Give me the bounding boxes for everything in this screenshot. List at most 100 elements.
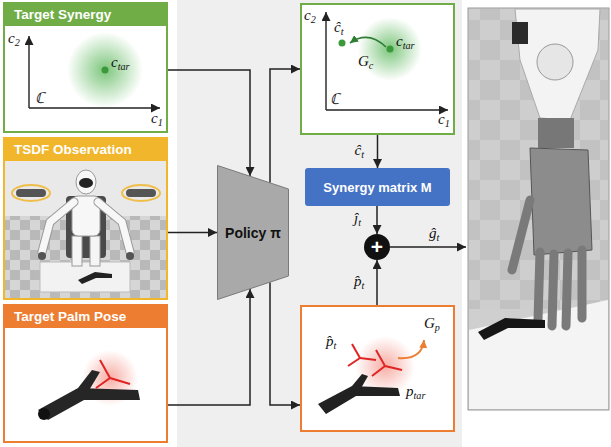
synergy-update-plot — [325, 12, 326, 110]
robot-scene — [76, 170, 96, 194]
pose-update-picture — [385, 366, 402, 370]
panel-heading: TSDF Observation — [5, 139, 166, 161]
flow-arrow — [270, 282, 300, 405]
edge-label: p̂t — [353, 273, 365, 290]
synergy-plot — [29, 107, 160, 108]
synergy-update-plot — [387, 46, 394, 53]
synergy-update-plot — [326, 12, 448, 110]
block-label: + — [371, 236, 383, 257]
math-label: ℂ — [330, 91, 339, 108]
panel-ground — [3, 137, 168, 300]
robot-hand-render — [538, 118, 574, 148]
robot-scene — [98, 202, 130, 252]
pose-update-picture — [352, 344, 360, 358]
math-label: ctar — [111, 54, 130, 71]
pose-update-picture — [372, 366, 385, 376]
block-label: Policy π — [225, 225, 281, 241]
pose-update-picture — [352, 374, 368, 390]
robot-scene — [126, 252, 134, 260]
robot-hand-render — [512, 22, 528, 44]
pose-update-picture — [318, 336, 424, 414]
signal-label: ĝt — [428, 225, 440, 242]
pose-update-picture — [348, 358, 360, 366]
panel-ground — [3, 304, 168, 443]
trapezoid-outline — [218, 166, 289, 300]
robot-scene — [12, 185, 50, 201]
block-label: Synergy matrix M — [323, 180, 431, 195]
robot-hand-render — [512, 200, 582, 326]
palm-pose-panel: Target Palm Pose — [3, 304, 168, 443]
flow-arrow — [376, 260, 378, 305]
synergy-update-box: c2 ĉt ctarGcℂc1 — [300, 3, 455, 135]
robot-scene — [90, 236, 100, 266]
math-label: c2 — [304, 7, 316, 24]
math-label: c1 — [151, 110, 163, 127]
flow-arrow — [377, 135, 379, 168]
robot-scene — [42, 202, 74, 252]
palm-pose-picture — [96, 378, 110, 388]
math-label: c2 — [8, 30, 20, 47]
panel-ground — [300, 305, 455, 432]
pose-update-picture — [376, 350, 385, 366]
math-label: ℂ — [35, 90, 44, 107]
robot-hand-render — [478, 318, 545, 340]
policy-background — [177, 0, 462, 447]
synergy-update-plot — [326, 109, 448, 110]
synergy-panel: Target Synergy c2 ctarℂc1 — [3, 2, 168, 133]
panel-heading: Target Synergy — [5, 4, 166, 26]
robot-hand-render — [468, 8, 609, 410]
panel-heading: Target Palm Pose — [5, 306, 166, 328]
output-arrow — [390, 246, 466, 248]
robot-scene — [16, 189, 46, 197]
palm-pose-picture — [38, 408, 50, 420]
robot-scene — [38, 252, 46, 260]
robot-hand-render — [468, 8, 609, 410]
math-label: ptar — [406, 383, 425, 400]
pose-update-box: p̂t Gp ptar — [300, 305, 455, 432]
robot-scene — [40, 262, 130, 292]
robot-scene — [72, 236, 82, 266]
pose-update-picture — [318, 386, 400, 414]
edge-label: ĉt — [354, 142, 366, 159]
robot-scene — [98, 202, 130, 252]
pose-update-picture — [360, 358, 376, 360]
robot-hand-render — [537, 44, 573, 80]
synergy-plot — [102, 67, 109, 74]
math-label: c1 — [438, 111, 450, 128]
math-label: p̂t — [326, 333, 336, 350]
synergy-update-plot — [358, 17, 422, 81]
flow-arrow — [270, 69, 300, 183]
flow-arrow — [168, 289, 250, 405]
robot-scene — [122, 185, 160, 201]
robot-scene — [126, 189, 156, 197]
robot-hand-render — [530, 148, 592, 255]
sum-node: + — [364, 234, 390, 260]
math-label: ĉt — [334, 19, 344, 36]
pose-update-picture — [398, 340, 424, 358]
flow-arrow — [376, 206, 378, 234]
edge-label: ĵt — [353, 210, 362, 227]
math-label: Gc — [358, 53, 373, 70]
robot-scene — [79, 178, 93, 188]
matrix-box: Synergy matrix M — [305, 168, 450, 206]
robot-scene — [5, 161, 166, 298]
synergy-plot — [28, 36, 29, 108]
synergy-plot — [67, 32, 143, 108]
math-label: ctar — [396, 33, 415, 50]
panel-ground — [3, 2, 168, 133]
flow-arrow — [168, 232, 217, 234]
synergy-plot — [29, 32, 160, 108]
panel-ground — [300, 3, 455, 135]
robot-scene — [42, 202, 74, 252]
synergy-update-plot — [339, 40, 346, 47]
policy-trapezoid: Policy π — [217, 165, 289, 300]
observation-panel: TSDF Observation — [3, 137, 168, 300]
palm-pose-picture — [100, 360, 110, 378]
flow-arrow — [168, 70, 250, 176]
palm-pose-picture — [38, 388, 140, 420]
math-label: Gp — [424, 315, 440, 332]
palm-pose-picture — [38, 350, 140, 420]
